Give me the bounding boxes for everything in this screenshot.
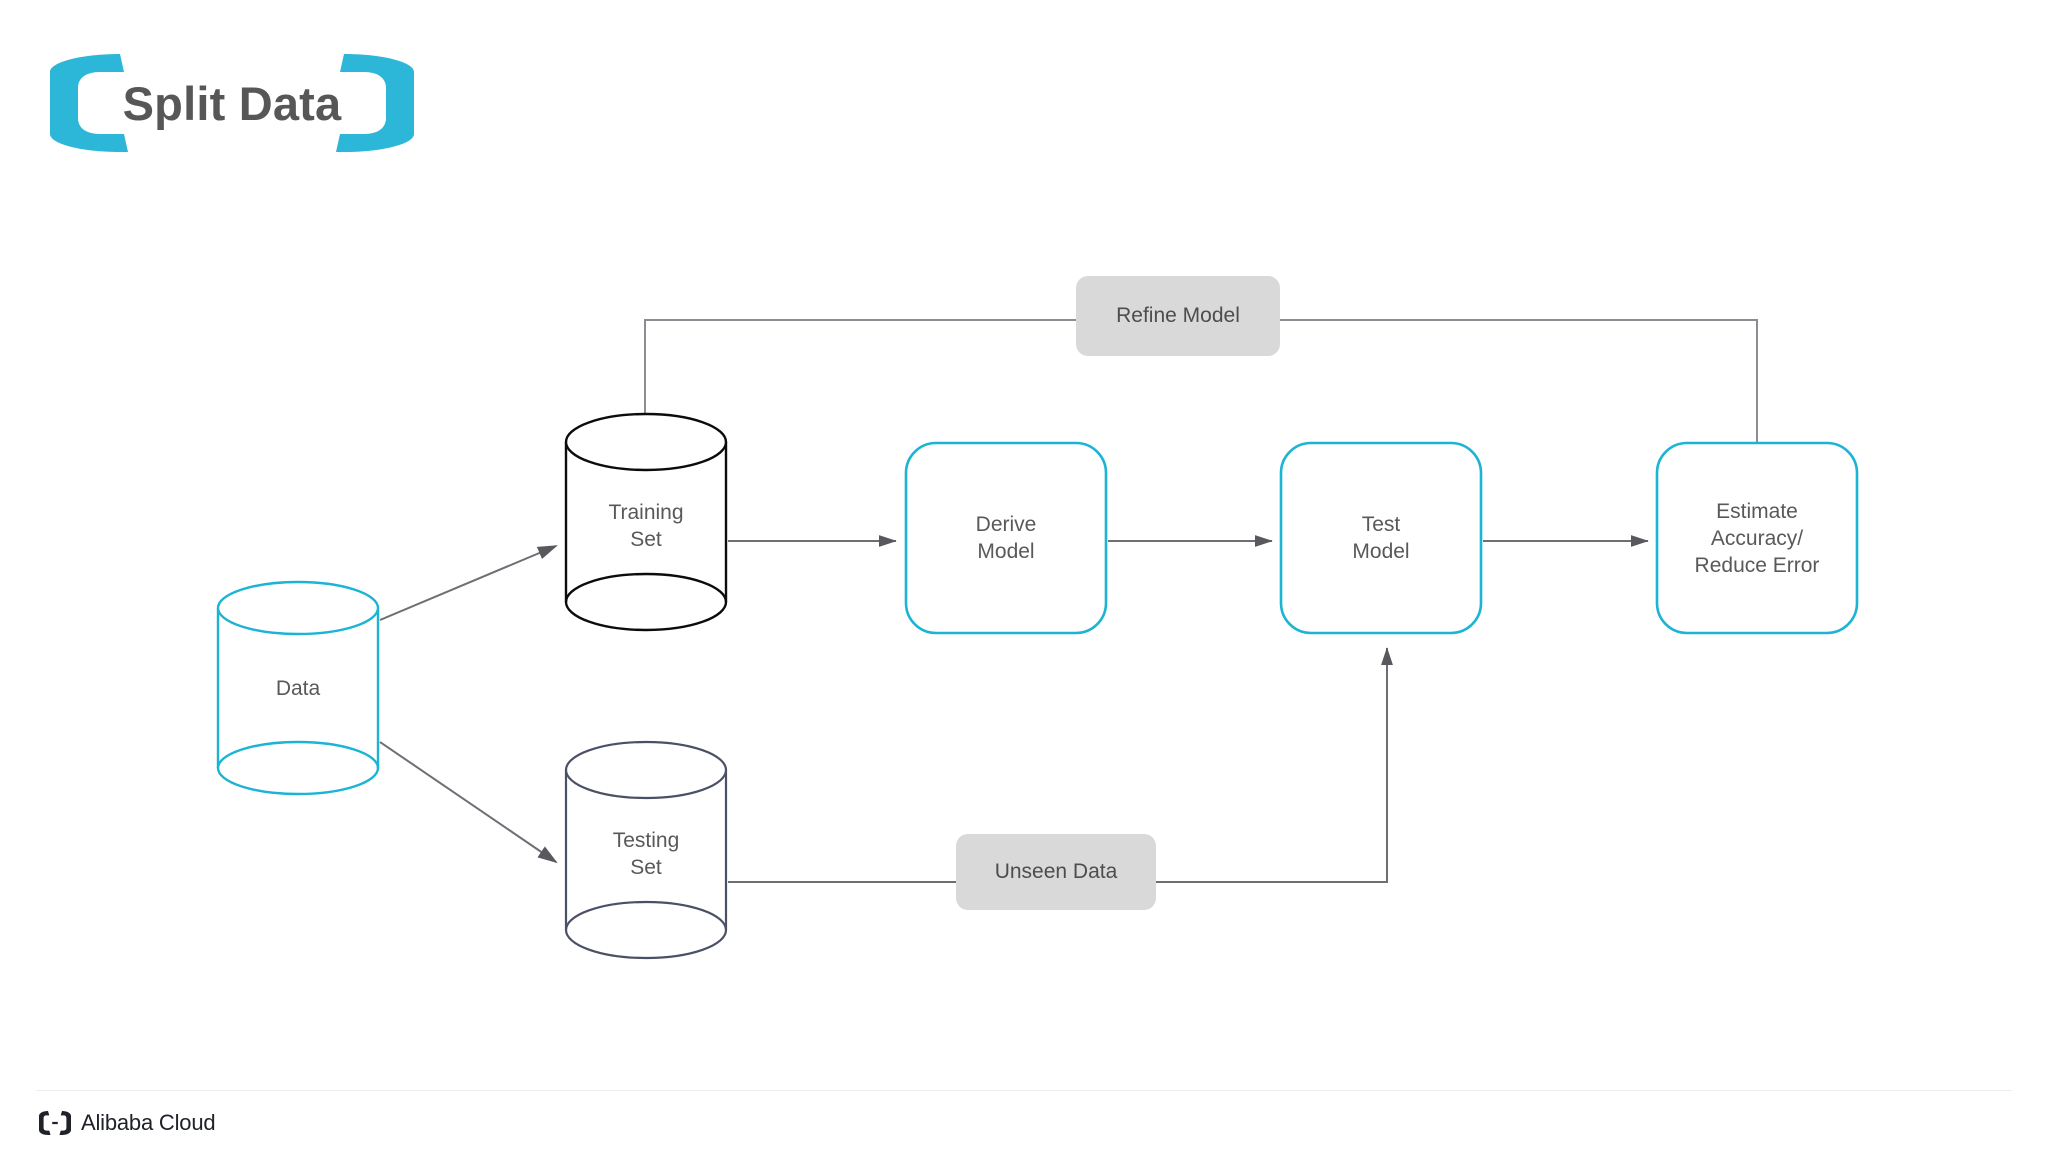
node-testing-set[interactable]	[564, 740, 728, 960]
footer-divider	[36, 1090, 2012, 1091]
title-bracket-decoration	[50, 54, 414, 152]
node-refine-model[interactable]	[1076, 276, 1280, 356]
page-title: Split Data	[122, 76, 342, 130]
node-test-model[interactable]	[1279, 441, 1483, 635]
footer-brand-text: Alibaba Cloud	[81, 1110, 216, 1135]
unseen-data-text: Unseen Data	[994, 860, 1118, 883]
node-data[interactable]	[216, 580, 380, 796]
edge-testing-to-test	[728, 647, 1394, 883]
node-unseen-data[interactable]	[956, 834, 1156, 910]
edge-data-to-training	[379, 545, 558, 621]
edge-data-to-testing	[379, 741, 558, 864]
chip-label-unseen-data: Unseen Data	[956, 834, 1156, 910]
alibaba-cloud-logo-icon	[39, 1111, 71, 1135]
node-derive-model[interactable]	[904, 441, 1108, 635]
slide-title-block: Split Data	[42, 48, 422, 158]
footer-brand: Alibaba Cloud	[38, 1110, 216, 1136]
chip-label-refine-model: Refine Model	[1076, 276, 1280, 356]
node-estimate-accuracy[interactable]	[1655, 441, 1859, 635]
refine-model-text: Refine Model	[1116, 304, 1240, 327]
node-training-set[interactable]	[564, 412, 728, 632]
